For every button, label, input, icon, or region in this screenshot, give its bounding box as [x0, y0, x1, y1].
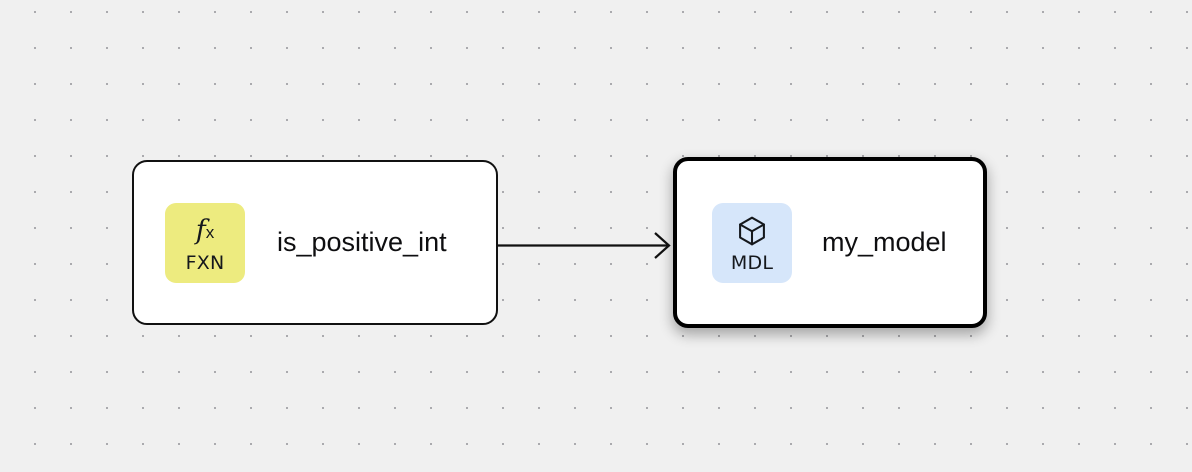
- node-type-badge-fxn: fx FXN: [165, 202, 245, 283]
- node-type-badge-mdl: MDL: [712, 202, 792, 283]
- function-icon-f: f: [195, 215, 206, 246]
- edge-fxn-to-mdl[interactable]: [498, 232, 671, 259]
- function-icon-x: x: [205, 223, 215, 242]
- node-title-is-positive-int: is_positive_int: [277, 227, 447, 257]
- node-type-label-fxn: FXN: [185, 251, 225, 274]
- node-my-model[interactable]: MDL my_model: [673, 157, 987, 328]
- node-title-my-model: my_model: [822, 227, 947, 257]
- node-type-label-mdl: MDL: [730, 251, 774, 274]
- edge-arrowhead-icon: [654, 232, 671, 259]
- function-icon: fx: [196, 213, 215, 249]
- cube-icon-svg: [739, 216, 765, 245]
- cube-icon: [735, 213, 769, 249]
- node-is-positive-int[interactable]: fx FXN is_positive_int: [132, 160, 498, 325]
